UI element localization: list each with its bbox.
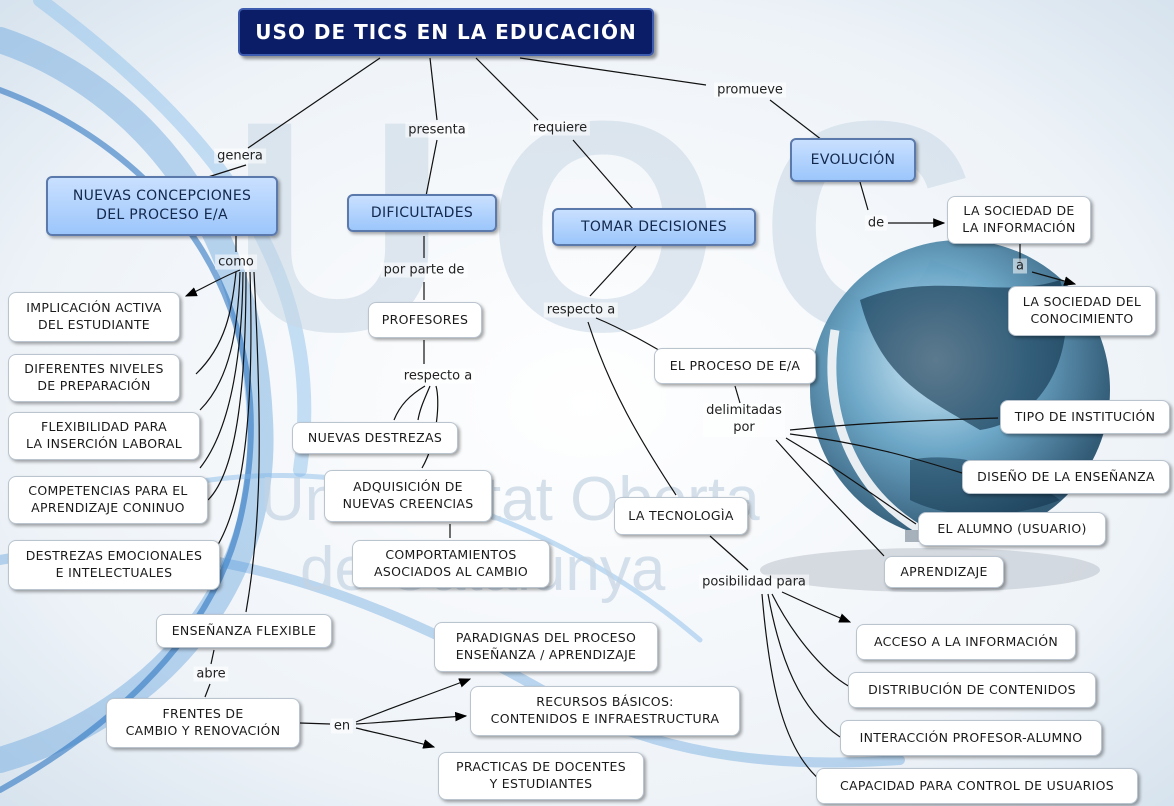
concept-dificultades: DIFICULTADES	[347, 194, 497, 232]
node-adquisicion: ADQUISICIÓN DE NUEVAS CREENCIAS	[324, 470, 492, 522]
node-capacidad-control: CAPACIDAD PARA CONTROL DE USUARIOS	[816, 768, 1138, 804]
concept-tomar-decisiones: TOMAR DECISIONES	[552, 208, 756, 246]
link-como: como	[215, 254, 257, 270]
link-respecto-a-profesores: respecto a	[400, 368, 476, 384]
node-diseno-ensenanza: DISEÑO DE LA ENSEÑANZA	[962, 460, 1170, 494]
link-respecto-a-decisiones: respecto a	[543, 302, 619, 318]
node-comportamientos: COMPORTAMIENTOS ASOCIADOS AL CAMBIO	[352, 540, 550, 588]
concept-nuevas-concepciones: NUEVAS CONCEPCIONES DEL PROCESO E/A	[46, 176, 278, 236]
node-nuevas-destrezas: NUEVAS DESTREZAS	[292, 422, 458, 454]
node-tecnologia: LA TECNOLOGÌA	[614, 497, 748, 535]
link-genera: genera	[214, 148, 266, 164]
node-proceso-ea: EL PROCESO DE E/A	[654, 348, 816, 384]
node-distribucion-contenidos: DISTRIBUCIÓN DE CONTENIDOS	[848, 672, 1096, 708]
map-title: USO DE TICS EN LA EDUCACIÓN	[238, 8, 654, 56]
node-practicas: PRACTICAS DE DOCENTES Y ESTUDIANTES	[438, 752, 644, 800]
node-acceso-informacion: ACCESO A LA INFORMACIÓN	[856, 624, 1076, 660]
node-implicacion-activa: IMPLICACIÓN ACTIVA DEL ESTUDIANTE	[8, 292, 180, 342]
node-diferentes-niveles: DIFERENTES NIVELES DE PREPARACIÓN	[8, 354, 180, 402]
node-alumno: EL ALUMNO (USUARIO)	[918, 512, 1106, 546]
node-recursos-basicos: RECURSOS BÁSICOS: CONTENIDOS E INFRAESTR…	[470, 686, 740, 736]
node-sociedad-conocimiento: LA SOCIEDAD DEL CONOCIMIENTO	[1008, 286, 1156, 336]
node-ensenanza-flexible: ENSEÑANZA FLEXIBLE	[156, 614, 332, 648]
node-sociedad-informacion: LA SOCIEDAD DE LA INFORMACIÓN	[947, 196, 1091, 244]
link-delimitadas-por: delimitadas por	[703, 403, 785, 437]
node-tipo-institucion: TIPO DE INSTITUCIÓN	[1000, 400, 1170, 434]
link-requiere: requiere	[529, 120, 591, 136]
link-posibilidad-para: posibilidad para	[699, 574, 809, 590]
node-destrezas-emocionales: DESTREZAS EMOCIONALES E INTELECTUALES	[8, 540, 220, 590]
link-a: a	[1013, 258, 1027, 274]
node-interaccion: INTERACCIÓN PROFESOR-ALUMNO	[840, 720, 1102, 756]
node-frentes-cambio: FRENTES DE CAMBIO Y RENOVACIÓN	[106, 698, 300, 748]
link-de: de	[864, 215, 888, 231]
node-competencias: COMPETENCIAS PARA EL APRENDIZAJE CONINUO	[8, 476, 208, 524]
node-flexibilidad: FLEXIBILIDAD PARA LA INSERCIÓN LABORAL	[8, 412, 200, 460]
link-por-parte-de: por parte de	[380, 262, 468, 278]
node-aprendizaje: APRENDIZAJE	[884, 556, 1004, 588]
link-presenta: presenta	[405, 122, 469, 138]
link-en: en	[330, 718, 354, 734]
node-profesores: PROFESORES	[368, 302, 482, 338]
concept-evolucion: EVOLUCIÓN	[790, 138, 916, 182]
link-promueve: promueve	[714, 82, 786, 98]
link-abre: abre	[193, 666, 229, 682]
node-paradignas: PARADIGNAS DEL PROCESO ENSEÑANZA / APREN…	[434, 622, 658, 672]
